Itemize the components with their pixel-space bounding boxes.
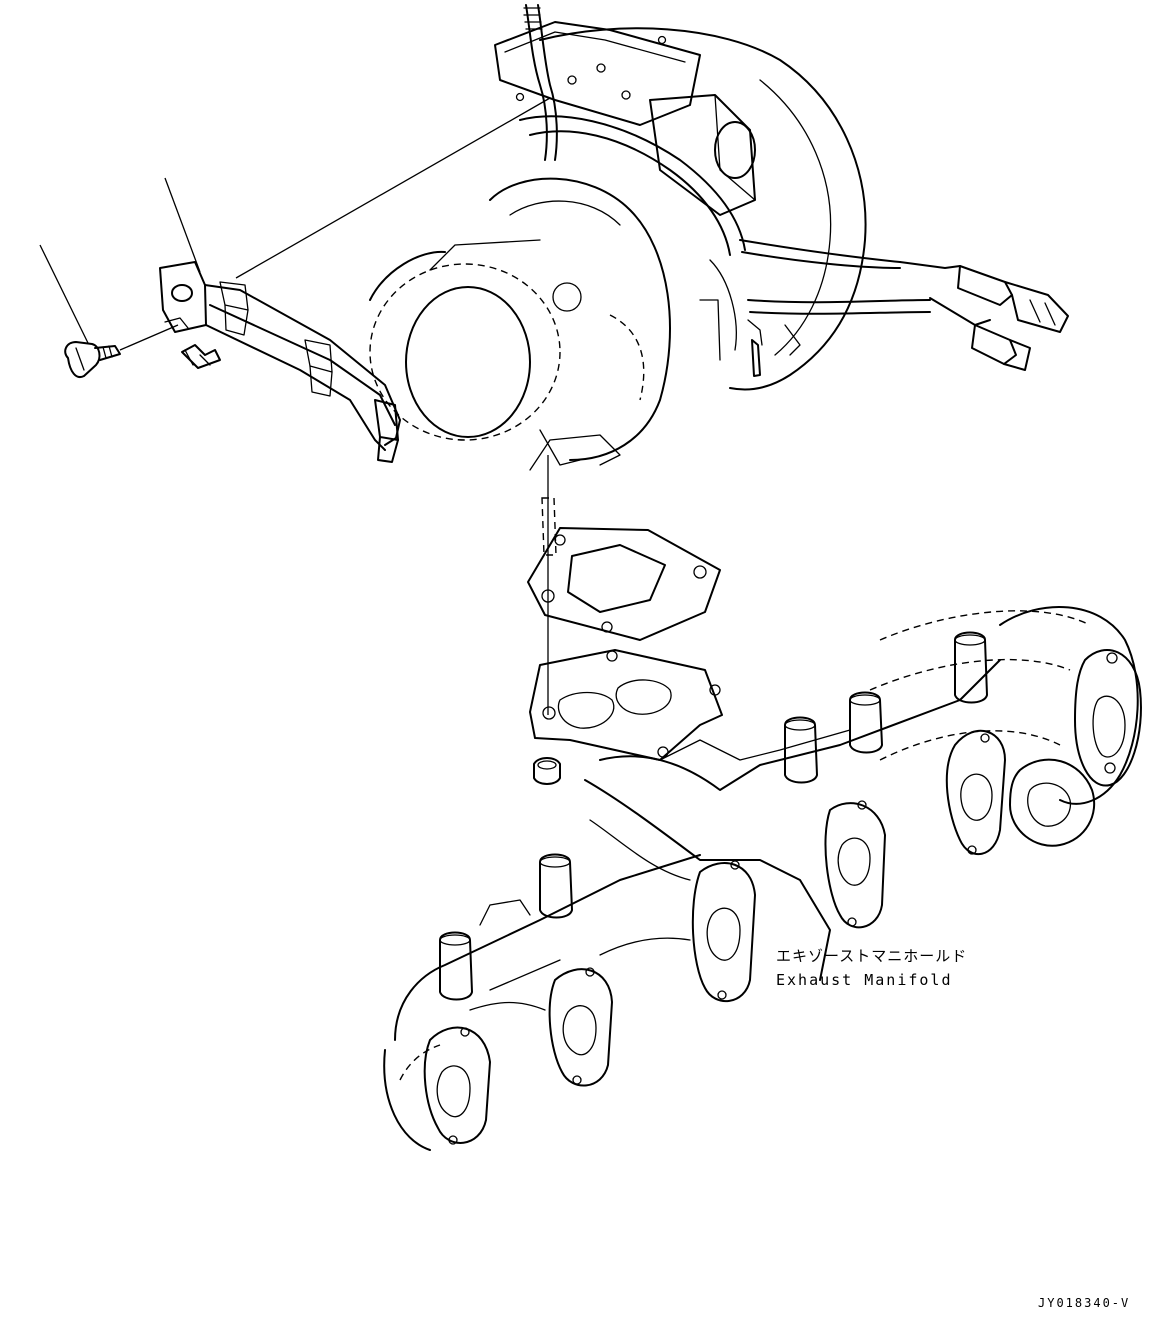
bracket-leader-line [164, 177, 201, 273]
exhaust-manifold-label-jp: エキゾーストマニホールド [776, 947, 968, 965]
bolt-leader-line [39, 244, 89, 344]
bracket-assembly-line [235, 97, 551, 279]
turbocharger [369, 4, 1069, 471]
exhaust-manifold-label-en: Exhaust Manifold [776, 971, 953, 989]
flange-bolt [64, 341, 121, 378]
turbo-gasket [527, 527, 721, 641]
heat-shield-bracket [159, 261, 401, 463]
drawing-code: JY018340-V [1038, 1296, 1131, 1310]
stud [541, 497, 557, 556]
bolt-assembly-line [119, 324, 179, 351]
exhaust-manifold [383, 606, 1142, 1151]
